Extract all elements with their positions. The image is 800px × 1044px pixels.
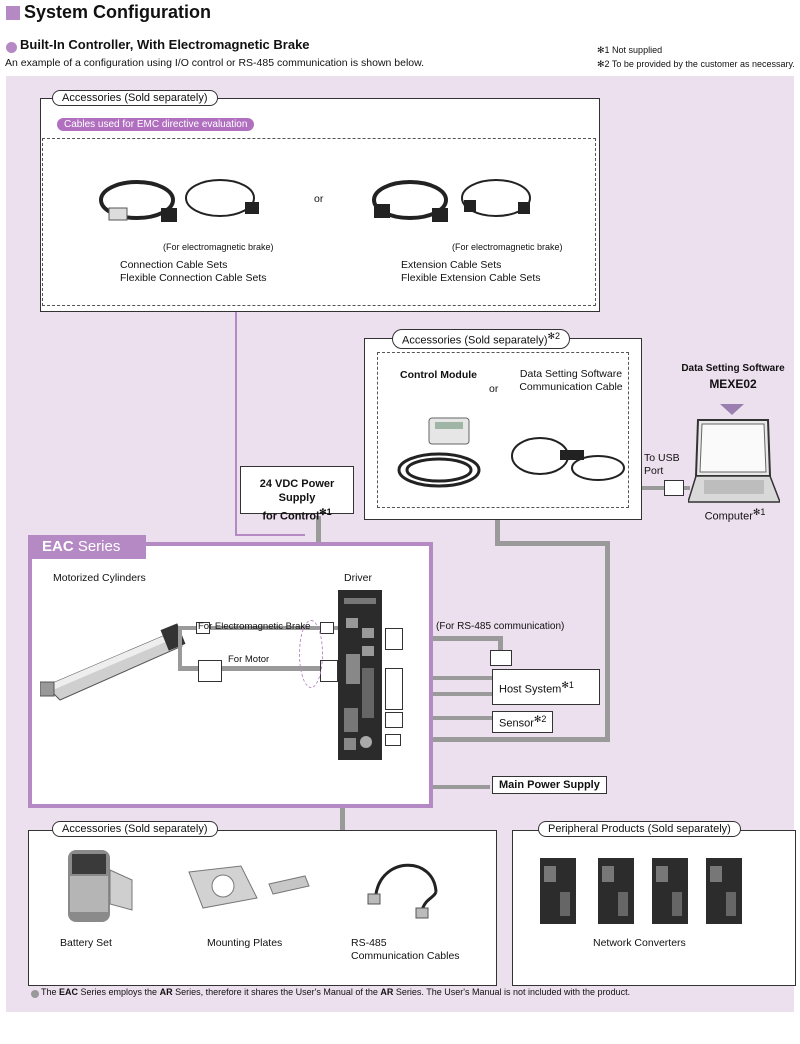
brake-label: For Electromagnetic Brake xyxy=(198,621,311,632)
connection-cable-label-1: Connection Cable Sets xyxy=(120,259,228,271)
motorized-cylinder-image xyxy=(40,623,186,701)
motorized-cylinders-label: Motorized Cylinders xyxy=(53,572,146,584)
computer-label: Computer✻1 xyxy=(704,507,766,523)
network-converters-image xyxy=(540,858,742,924)
sensor-connector xyxy=(385,712,403,728)
brake-connector xyxy=(320,622,334,634)
page-title: System Configuration xyxy=(24,2,212,22)
control-module-image xyxy=(397,417,481,488)
battery-set-image xyxy=(68,850,133,922)
control-module-label: Control Module xyxy=(400,369,477,381)
emc-label: Cables used for EMC directive evaluation xyxy=(57,118,255,131)
cable-section-marker xyxy=(299,620,323,688)
power-supply-label-1: 24 VDC Power Supply xyxy=(259,478,335,504)
software-cable-label-1: Data Setting Software xyxy=(519,368,623,380)
brake-note-right: (For electromagnetic brake) xyxy=(452,242,563,252)
rs485-connector xyxy=(490,650,512,666)
rs485-cables-label-1: RS-485 xyxy=(351,937,387,949)
motor-cable-line xyxy=(178,645,182,669)
accessories-control-dashed-frame xyxy=(377,352,629,508)
cable-connector-line xyxy=(235,534,305,536)
cables-panel xyxy=(40,98,600,312)
module-link-line xyxy=(605,541,610,741)
peripheral-label: Peripheral Products (Sold separately) xyxy=(538,821,741,837)
host-system-box: Host System✻1 xyxy=(492,669,600,705)
brake-cable-line xyxy=(178,626,182,646)
accessories-control-label: Accessories (Sold separately)✻2 xyxy=(392,329,571,349)
software-label: Data Setting Software xyxy=(681,363,785,374)
motor-connector xyxy=(198,660,222,682)
main-power-supply-box: Main Power Supply xyxy=(492,776,607,794)
usb-label-2: Port xyxy=(644,465,664,477)
usb-port-connector xyxy=(664,480,684,496)
down-arrow-icon xyxy=(720,404,744,415)
footnote: The EAC Series employs the AR Series, th… xyxy=(41,987,631,997)
cable-connector-line xyxy=(235,310,237,536)
emc-cables-dashed-frame xyxy=(42,138,596,306)
bottom-accessories-label: Accessories (Sold separately) xyxy=(52,821,218,837)
mounting-plates-image xyxy=(188,865,310,909)
module-link-line xyxy=(495,541,610,546)
rs485-line xyxy=(498,636,503,658)
rs485-cable-image xyxy=(367,863,438,919)
power-supply-label-2: for Control✻1 xyxy=(262,507,332,523)
connection-cable-label-2: Flexible Connection Cable Sets xyxy=(120,272,267,284)
brake-note-left: (For electromagnetic brake) xyxy=(163,242,274,252)
laptop-image xyxy=(688,419,780,503)
control-power-supply-box: 24 VDC Power Supply for Control✻1 xyxy=(240,466,354,523)
subtitle: Built-In Controller, With Electromagneti… xyxy=(20,37,310,52)
communication-cable-image xyxy=(511,437,625,481)
brake-connector xyxy=(196,622,210,634)
network-converters-label: Network Converters xyxy=(593,937,686,949)
sensor-box: Sensor✻2 xyxy=(492,711,554,733)
usb-label-1: To USB xyxy=(644,452,680,464)
rs485-connector xyxy=(385,628,403,650)
mounting-plates-label: Mounting Plates xyxy=(207,937,283,949)
connection-cable-sets-image xyxy=(99,179,259,222)
module-link-line xyxy=(495,516,500,544)
io-connector xyxy=(385,668,403,710)
note-1: ✻1 Not supplied xyxy=(597,45,663,55)
footnote-bullet-icon xyxy=(31,990,39,998)
extension-cable-label-1: Extension Cable Sets xyxy=(401,259,502,271)
driver-label: Driver xyxy=(344,572,372,584)
extension-cable-sets-image xyxy=(372,179,531,222)
rs485-label: (For RS-485 communication) xyxy=(436,621,565,632)
control-or: or xyxy=(489,383,499,395)
rs485-line xyxy=(370,636,500,641)
cables-or: or xyxy=(314,193,324,205)
subtitle-bullet-icon xyxy=(6,42,17,53)
module-connector xyxy=(385,734,401,746)
extension-cable-label-2: Flexible Extension Cable Sets xyxy=(401,272,541,284)
usb-line xyxy=(600,486,690,490)
rs485-cables-label-2: Communication Cables xyxy=(351,950,460,962)
motor-cable-line xyxy=(178,666,338,671)
battery-set-label: Battery Set xyxy=(60,937,112,949)
accessories-control-panel xyxy=(364,338,642,520)
software-name: MEXE02 xyxy=(709,377,757,391)
cables-panel-label: Accessories (Sold separately) xyxy=(52,90,218,106)
software-cable-label-2: Communication Cable xyxy=(519,381,623,393)
note-2: ✻2 To be provided by the customer as nec… xyxy=(597,59,795,69)
brake-cable-line xyxy=(178,626,338,630)
motor-label: For Motor xyxy=(228,654,270,665)
title-marker xyxy=(6,6,20,20)
module-link-line xyxy=(370,737,610,742)
driver-image xyxy=(338,590,382,760)
intro-text: An example of a configuration using I/O … xyxy=(5,57,425,69)
eac-series-tab: EAC Series xyxy=(28,535,146,559)
